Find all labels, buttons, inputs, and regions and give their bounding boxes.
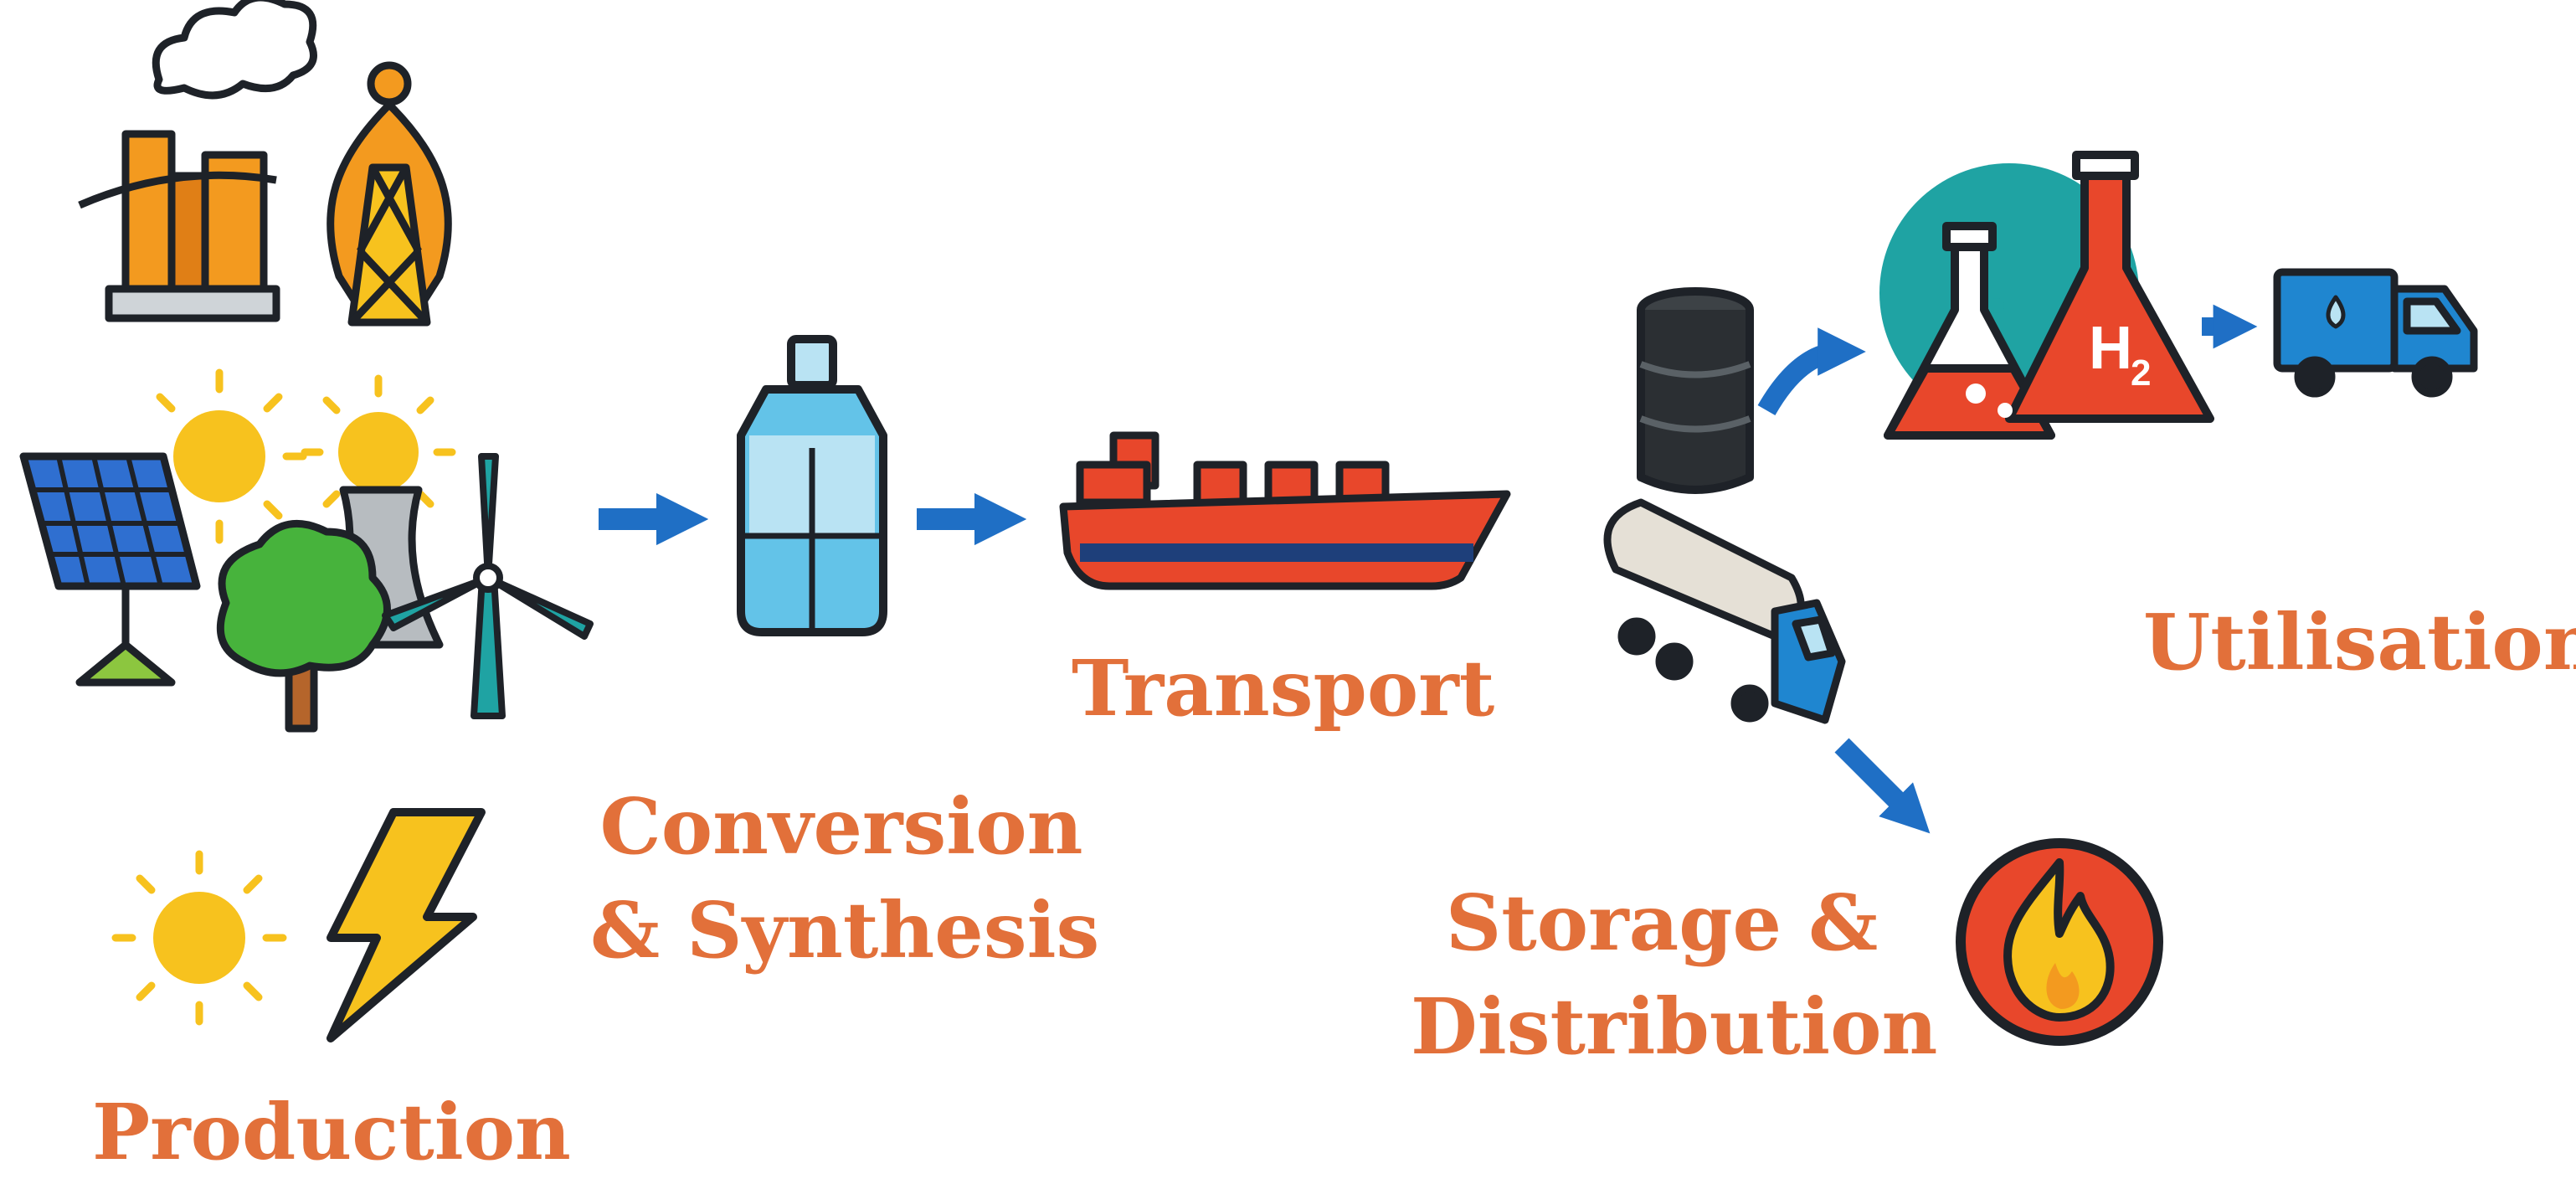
- wind-turbine-icon: [382, 453, 594, 719]
- ship-icon: [1059, 431, 1511, 590]
- storage-distribution-label: Storage & Distribution: [1411, 871, 1938, 1078]
- factory-icon: [78, 0, 317, 322]
- storage-label-line2: Distribution: [1411, 981, 1938, 1073]
- sun-icon: [111, 850, 287, 1026]
- arrow-storage-to-heat: [1834, 738, 1931, 834]
- h2-formula-label: H: [2089, 315, 2132, 382]
- tanker-truck-icon: [1603, 498, 1846, 724]
- transport-label: Transport: [1072, 643, 1495, 734]
- conversion-label-line2: & Synthesis: [590, 885, 1100, 976]
- storage-label-line1: Storage &: [1445, 878, 1879, 968]
- pressure-tank-icon: [737, 335, 887, 636]
- utilisation-label: Utilisation: [2143, 597, 2576, 687]
- solar-panel-icon: [19, 452, 201, 687]
- h2-subscript-label: 2: [2131, 353, 2151, 394]
- arrow-storage-to-utilisation: [1757, 327, 1866, 416]
- production-label: Production: [92, 1087, 571, 1177]
- lightning-icon: [326, 808, 486, 1042]
- derrick-icon: [326, 61, 452, 327]
- conversion-label: Conversion & Synthesis: [590, 775, 1100, 982]
- delivery-truck-icon: [2273, 268, 2478, 398]
- conversion-label-line1: Conversion: [599, 781, 1083, 872]
- flame-icon: [1956, 838, 2163, 1046]
- storage-tank-icon: [1637, 287, 1754, 494]
- tree-icon: [216, 519, 391, 733]
- flask-h2-icon: [1879, 151, 2214, 440]
